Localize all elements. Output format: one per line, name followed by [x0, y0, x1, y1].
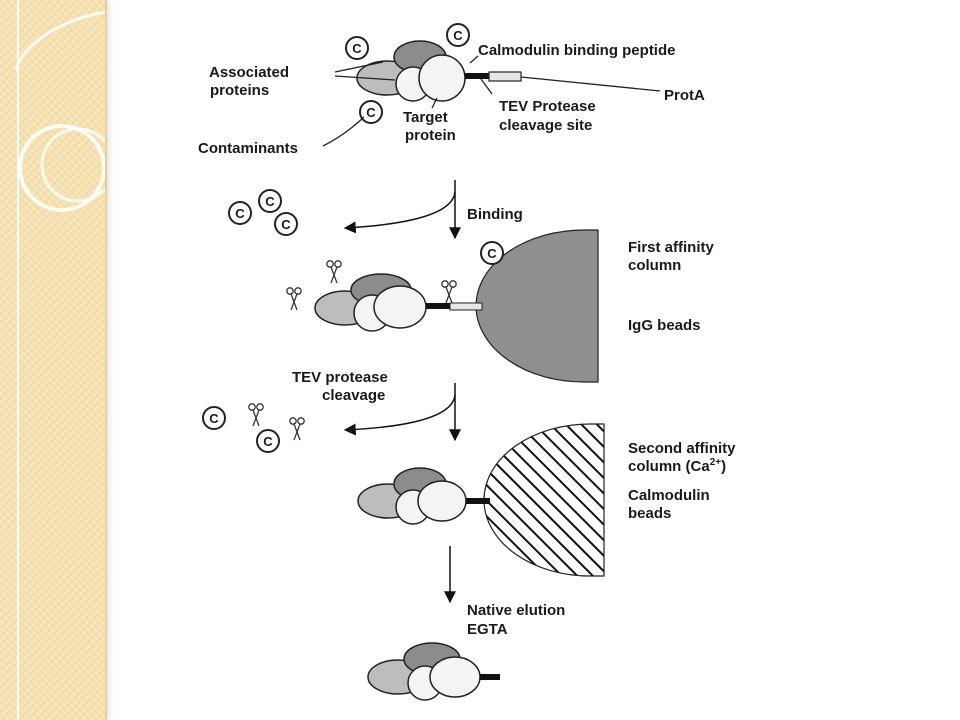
released-contaminants-2: C C	[202, 403, 305, 453]
label-text: )	[721, 458, 726, 475]
calmodulin-binding-peptide-tag	[466, 498, 490, 504]
calmodulin-binding-peptide-tag	[480, 674, 500, 680]
contaminant-letter: C	[487, 246, 497, 261]
scissors-icon	[248, 403, 264, 427]
label-igg-beads: IgG beads	[628, 317, 701, 334]
scissors-icon	[326, 260, 342, 284]
calmodulin-binding-peptide-tag	[465, 73, 489, 79]
label-text: column (Ca	[628, 458, 710, 475]
target-protein	[373, 285, 427, 329]
top-leader-lines	[322, 55, 661, 147]
calmodulin-beads-column	[483, 423, 605, 577]
contaminant-symbol	[345, 36, 369, 60]
leader-line	[334, 75, 396, 81]
label-calmodulin-binding-peptide: Calmodulin binding peptide	[478, 42, 675, 59]
label-calmodulin-beads: beads	[628, 505, 671, 522]
label-target-protein: Target	[403, 109, 448, 126]
label-associated-proteins: proteins	[210, 82, 269, 99]
scissors-icon	[289, 417, 305, 441]
contaminant-symbol	[274, 212, 298, 236]
label-tev-protease-cleavage: cleavage	[322, 387, 385, 404]
contaminant-letter: C	[352, 41, 362, 56]
decorative-side-panel	[0, 0, 107, 720]
eluted-complex	[367, 642, 500, 701]
contaminant-letter: C	[209, 411, 219, 426]
calmodulin-bound-complex	[357, 467, 490, 525]
prota-tag	[488, 71, 522, 82]
label-tev-cleavage-site: cleavage site	[499, 117, 592, 134]
released-contaminants-1: C C C	[228, 189, 298, 236]
contaminant-symbol	[446, 23, 470, 47]
prota-tag	[449, 302, 483, 311]
label-second-affinity-column: Second affinity	[628, 440, 736, 457]
leader-line	[431, 97, 438, 109]
binding-arrows	[343, 180, 461, 240]
label-target-protein: protein	[405, 127, 456, 144]
contaminant-symbol	[480, 241, 504, 265]
target-protein	[418, 54, 466, 102]
label-egta: EGTA	[467, 621, 508, 638]
contaminant-letter: C	[265, 194, 275, 209]
ring-small	[40, 127, 105, 203]
contaminant-letter: C	[263, 434, 273, 449]
scissors-icon	[441, 280, 457, 304]
side-arrow	[343, 394, 456, 436]
contaminant-letter: C	[366, 105, 376, 120]
bound-complex	[314, 273, 483, 332]
leader-line	[469, 55, 479, 64]
target-protein	[429, 656, 481, 698]
contaminant-symbol	[258, 189, 282, 213]
label-tev-protease-cleavage: TEV protease	[292, 369, 388, 386]
label-first-affinity-column: First affinity	[628, 239, 714, 256]
label-contaminants: Contaminants	[198, 140, 298, 157]
contaminant-letter: C	[453, 28, 463, 43]
scissors-icon	[286, 287, 302, 311]
label-tev-cleavage-site: TEV Protease	[499, 98, 596, 115]
contaminant-symbol	[256, 429, 280, 453]
decorative-rings	[14, 0, 105, 720]
label-calmodulin-beads: Calmodulin	[628, 487, 710, 504]
contaminant-symbol	[359, 100, 383, 124]
target-protein	[417, 480, 467, 522]
ring-arc-top	[14, 10, 105, 71]
leader-line	[322, 116, 365, 147]
top-contaminant-marks: C C C	[345, 23, 470, 124]
calmodulin-binding-peptide-tag	[426, 303, 450, 309]
label-binding: Binding	[467, 206, 523, 223]
leader-line	[520, 76, 661, 92]
label-prota: ProtA	[664, 87, 705, 104]
label-second-affinity-column: column (Ca2+)	[628, 457, 726, 475]
label-superscript: 2+	[710, 457, 722, 468]
label-first-affinity-column: column	[628, 257, 681, 274]
contaminant-symbol	[228, 201, 252, 225]
cleavage-arrows	[343, 383, 461, 442]
contaminant-letter: C	[235, 206, 245, 221]
contaminant-letter: C	[281, 217, 291, 232]
side-arrow	[343, 191, 456, 234]
leader-line	[334, 61, 384, 73]
label-native-elution: Native elution	[467, 602, 565, 619]
ring-large	[18, 124, 105, 212]
leader-line	[480, 78, 493, 95]
label-associated-proteins: Associated	[209, 64, 289, 81]
contaminant-symbol	[202, 406, 226, 430]
